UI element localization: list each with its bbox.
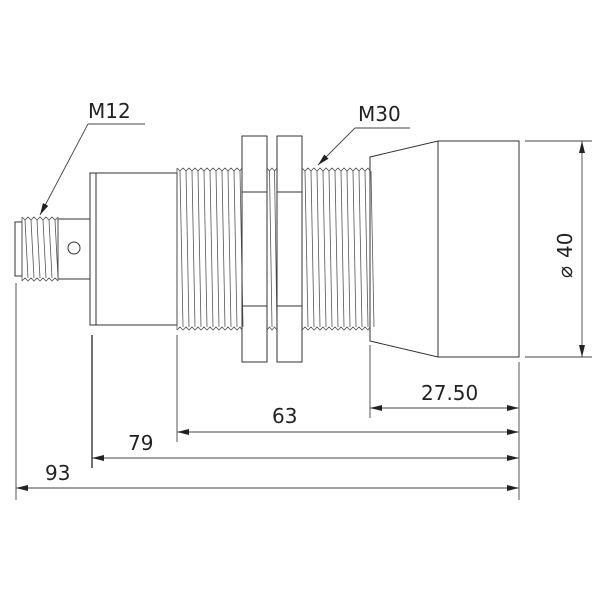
- diameter-value: 40: [553, 233, 577, 258]
- nuts: [241, 135, 303, 363]
- lens-cap: [369, 140, 520, 358]
- dim-63-label: 63: [272, 404, 297, 428]
- dim-79-label: 79: [128, 431, 153, 455]
- dim-79: 79: [92, 431, 519, 461]
- dim-93: 93: [16, 461, 519, 491]
- m12-label: M12: [88, 99, 131, 123]
- m12-thread: [21, 216, 59, 282]
- dim-63: 63: [177, 404, 519, 435]
- m30-label: M30: [358, 102, 401, 126]
- m30-thread: [176, 167, 375, 331]
- m12-connector: [14, 216, 91, 282]
- extension-lines: [15, 283, 520, 500]
- diameter-symbol: ⌀: [553, 266, 577, 278]
- dim-27-50: 27.50: [370, 381, 519, 411]
- m12-leader: M12: [39, 99, 145, 216]
- dim-93-label: 93: [45, 461, 70, 485]
- connector-hole: [67, 241, 81, 255]
- sensor-body: [89, 172, 178, 326]
- dim-27-50-label: 27.50: [421, 381, 478, 405]
- m30-leader: M30: [317, 102, 410, 166]
- diameter-dimension: ⌀ 40: [525, 140, 592, 358]
